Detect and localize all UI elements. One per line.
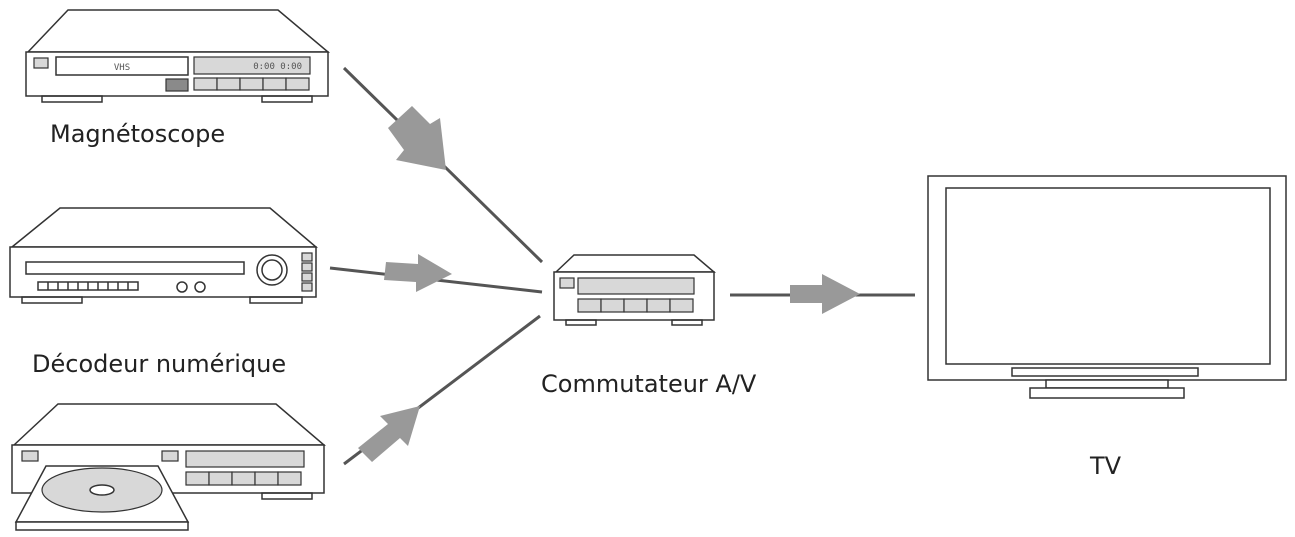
vcr-tape-slot (55, 56, 189, 76)
switch-label: Commutateur A/V (541, 370, 757, 398)
vcr-device: VHS 0:00 0:00 (25, 9, 331, 103)
decoder-segment-bar (37, 281, 139, 291)
tv-stand-neck (1045, 379, 1169, 389)
decoder-device (9, 207, 319, 304)
decoder-side-buttons (301, 252, 313, 292)
vcr-label: Magnétoscope (50, 120, 225, 148)
tv-stand-base (1029, 387, 1185, 399)
tv-device (927, 175, 1287, 399)
vcr-display (193, 56, 311, 75)
dvd-buttons (185, 471, 302, 486)
dvd-device (11, 403, 327, 531)
decoder-label: Décodeur numérique (32, 350, 286, 378)
dvd-display (185, 450, 305, 468)
vcr-tape-text: VHS (114, 63, 130, 73)
switch-buttons (577, 298, 694, 313)
decoder-slot (25, 261, 245, 275)
tv-screen (945, 187, 1271, 365)
arrow-decoder-flow (384, 254, 452, 292)
switch-display (577, 277, 695, 295)
vcr-clock-text: 0:00 0:00 (253, 62, 302, 72)
arrow-tv-flow (790, 274, 860, 314)
av-switch-device (553, 254, 717, 326)
tv-label: TV (1089, 452, 1122, 480)
arrow-vcr-flow (388, 106, 446, 170)
arrow-dvd-flow (358, 406, 420, 462)
vcr-buttons (193, 77, 310, 91)
